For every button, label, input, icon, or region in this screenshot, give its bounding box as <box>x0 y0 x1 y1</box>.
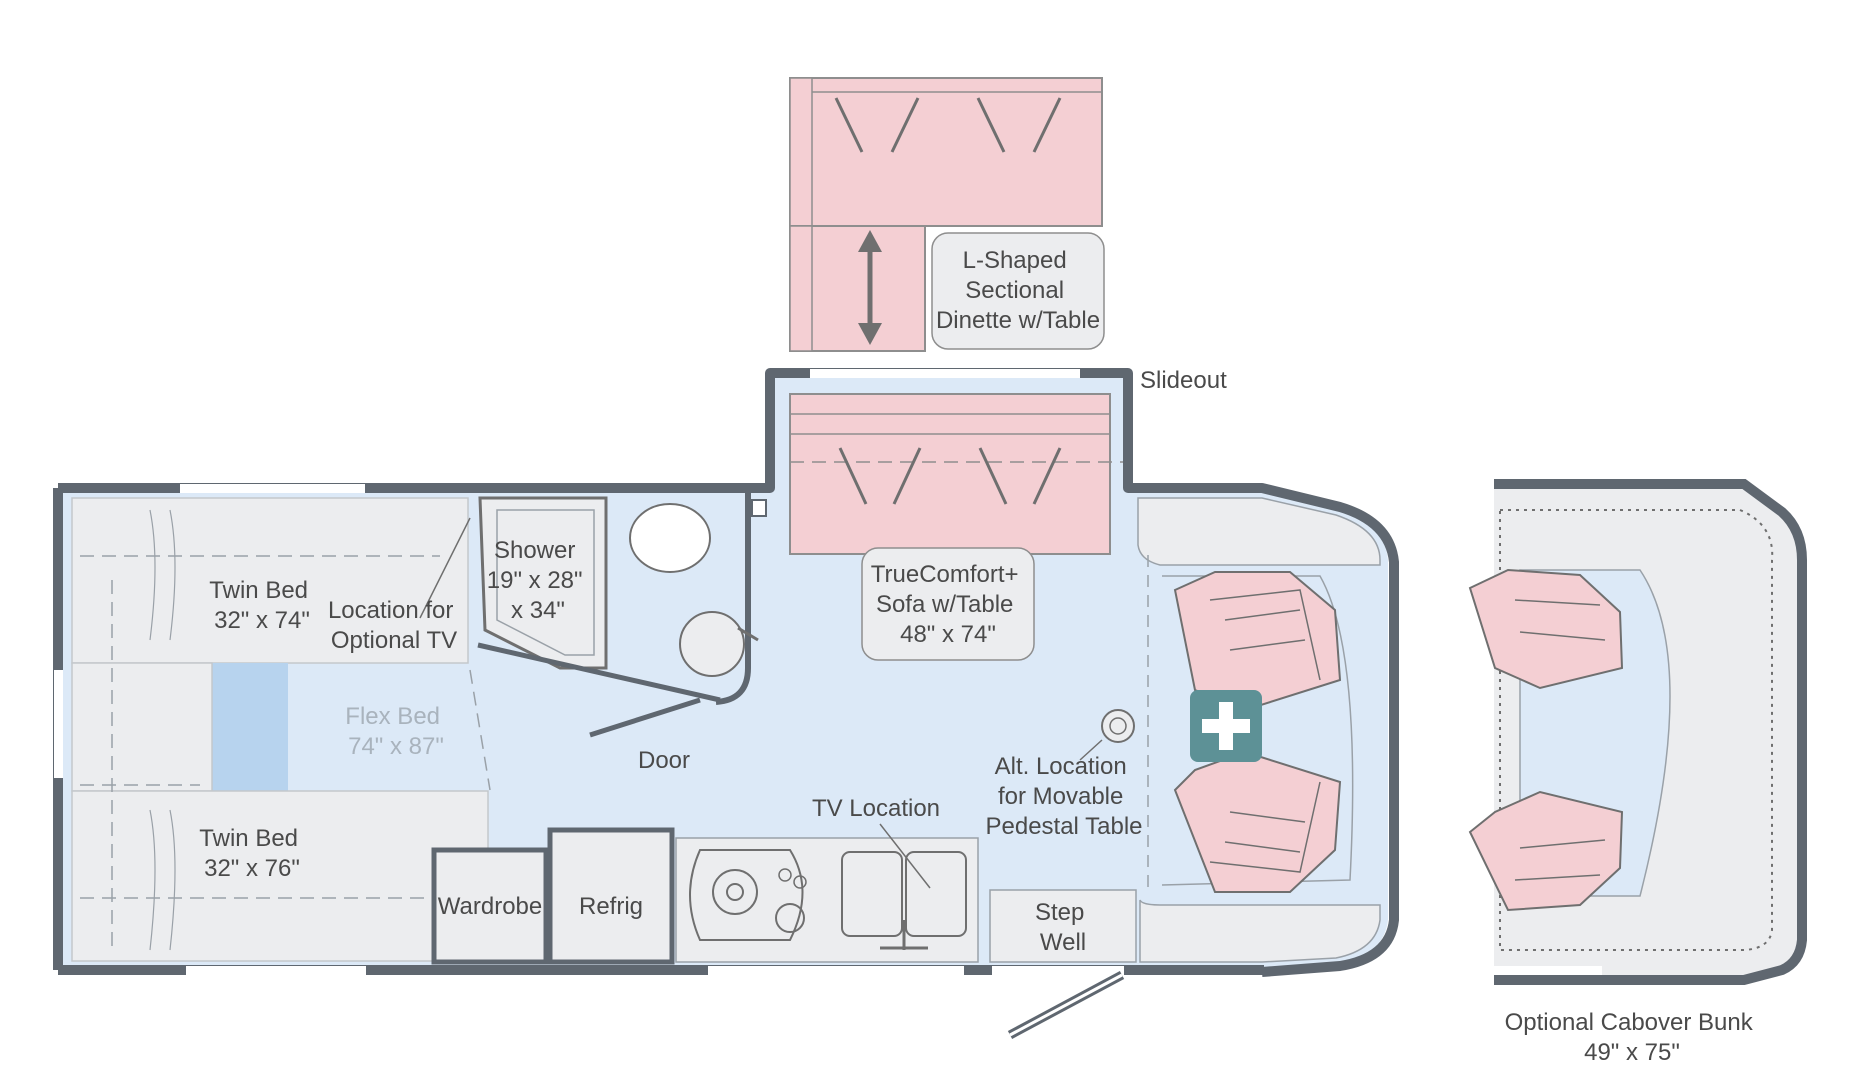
flex-bed-label: Flex Bed 74" x 87" <box>345 703 446 760</box>
wardrobe-label: Wardrobe <box>438 893 542 920</box>
pedestal-table-label: Alt. Location for Movable Pedestal Table <box>985 753 1142 840</box>
twin-bed-bottom <box>71 790 489 962</box>
cabover-bunk <box>1468 479 1807 985</box>
cab-seat-top <box>1173 571 1342 712</box>
sofa <box>789 393 1124 555</box>
sofa-label: TrueComfort+ Sofa w/Table 48" x 74" <box>871 561 1026 648</box>
twin-bed-bottom-label: Twin Bed 32" x 76" <box>199 825 304 882</box>
dinette-label-box <box>931 232 1105 350</box>
cab-floor <box>1139 899 1381 963</box>
lavatory-sink-icon <box>679 611 745 677</box>
dinette-slideout: L-Shaped Sectional Dinette w/Table <box>789 77 1105 352</box>
coach-body <box>53 368 1399 1039</box>
flex-bed-pad <box>71 662 213 792</box>
double-arrow-icon <box>858 230 882 345</box>
pedestal-table-icon <box>1101 709 1135 743</box>
tv-location-label: TV Location <box>812 795 940 822</box>
slideout-label: Slideout <box>1140 367 1227 394</box>
door-label: Door <box>638 747 690 774</box>
flex-bed-gap <box>212 663 288 791</box>
dinette-label: L-Shaped Sectional Dinette w/Table <box>936 247 1100 334</box>
dinette-chair-icons <box>834 97 1062 153</box>
galley-sink-icon <box>841 851 967 950</box>
window <box>708 966 964 975</box>
entry-door-gap <box>992 966 1124 975</box>
optional-tv-label: Location for Optional TV <box>328 597 460 654</box>
stove-icon <box>689 849 804 941</box>
cabover-seat-bottom <box>1468 790 1624 912</box>
wardrobe <box>431 847 549 965</box>
window <box>54 670 63 778</box>
twin-bed-top-label: Twin Bed 32" x 74" <box>209 577 314 634</box>
cab-seat-bottom <box>1173 750 1342 893</box>
cab-dash <box>1137 497 1381 566</box>
shower-label: Shower 19" x 28" x 34" <box>487 537 589 624</box>
step-well-label: Step Well <box>1035 899 1091 956</box>
window <box>186 966 366 975</box>
twin-bed-top <box>71 497 469 664</box>
cabover-seat-top <box>1468 568 1624 690</box>
toilet-icon <box>629 503 711 573</box>
sofa-label-box <box>861 547 1035 661</box>
window <box>180 484 365 493</box>
refrig-label: Refrig <box>579 893 643 920</box>
plus-icon <box>1190 690 1262 762</box>
refrigerator <box>547 827 675 965</box>
window <box>810 369 1080 378</box>
cabover-label: Optional Cabover Bunk 49" x 75" <box>1505 1009 1760 1066</box>
step-well <box>989 889 1137 963</box>
